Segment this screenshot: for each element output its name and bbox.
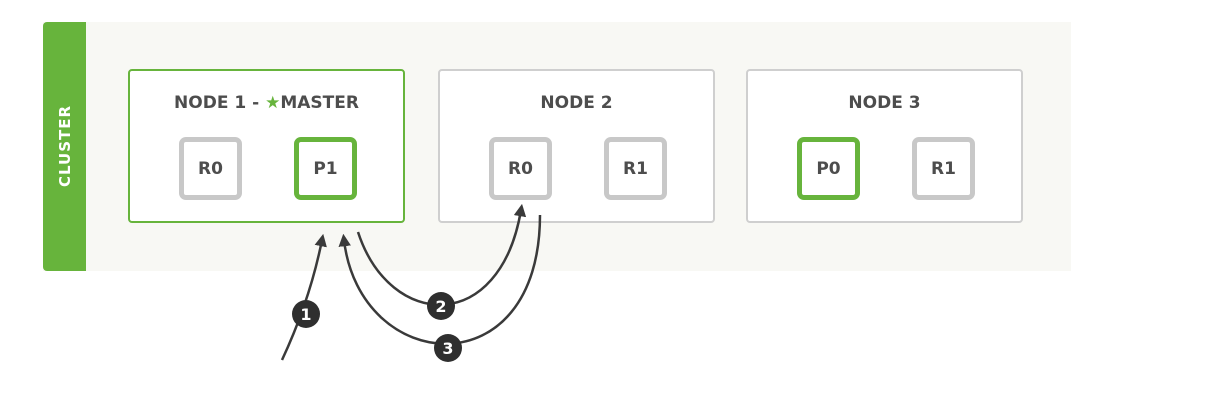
- shard-replica-r1: R1: [912, 137, 975, 200]
- step-1-badge: 1: [292, 300, 320, 328]
- step-3-label: 3: [442, 339, 453, 358]
- shard-primary-p0: P0: [797, 137, 860, 200]
- master-label: MASTER: [280, 93, 359, 113]
- step-1-label: 1: [300, 305, 311, 324]
- shard-primary-p1: P1: [294, 137, 357, 200]
- star-icon: ★: [265, 93, 281, 113]
- step-2-badge: 2: [427, 292, 455, 320]
- node-2-title: NODE 2: [540, 93, 613, 113]
- node-1: NODE 1 - ★MASTER R0 P1: [128, 69, 405, 223]
- node-3: NODE 3 P0 R1: [746, 69, 1023, 223]
- shard-replica-r0: R0: [489, 137, 552, 200]
- node-3-title: NODE 3: [848, 93, 921, 113]
- cluster-bar: [43, 22, 86, 271]
- step-3-badge: 3: [434, 334, 462, 362]
- shard-replica-r1: R1: [604, 137, 667, 200]
- step-2-label: 2: [435, 297, 446, 316]
- cluster-label: CLUSTER: [55, 104, 74, 188]
- node-1-title: NODE 1 - ★MASTER: [130, 93, 403, 113]
- node-1-name: NODE 1 -: [174, 93, 266, 113]
- shard-replica-r0: R0: [179, 137, 242, 200]
- node-2: NODE 2 R0 R1: [438, 69, 715, 223]
